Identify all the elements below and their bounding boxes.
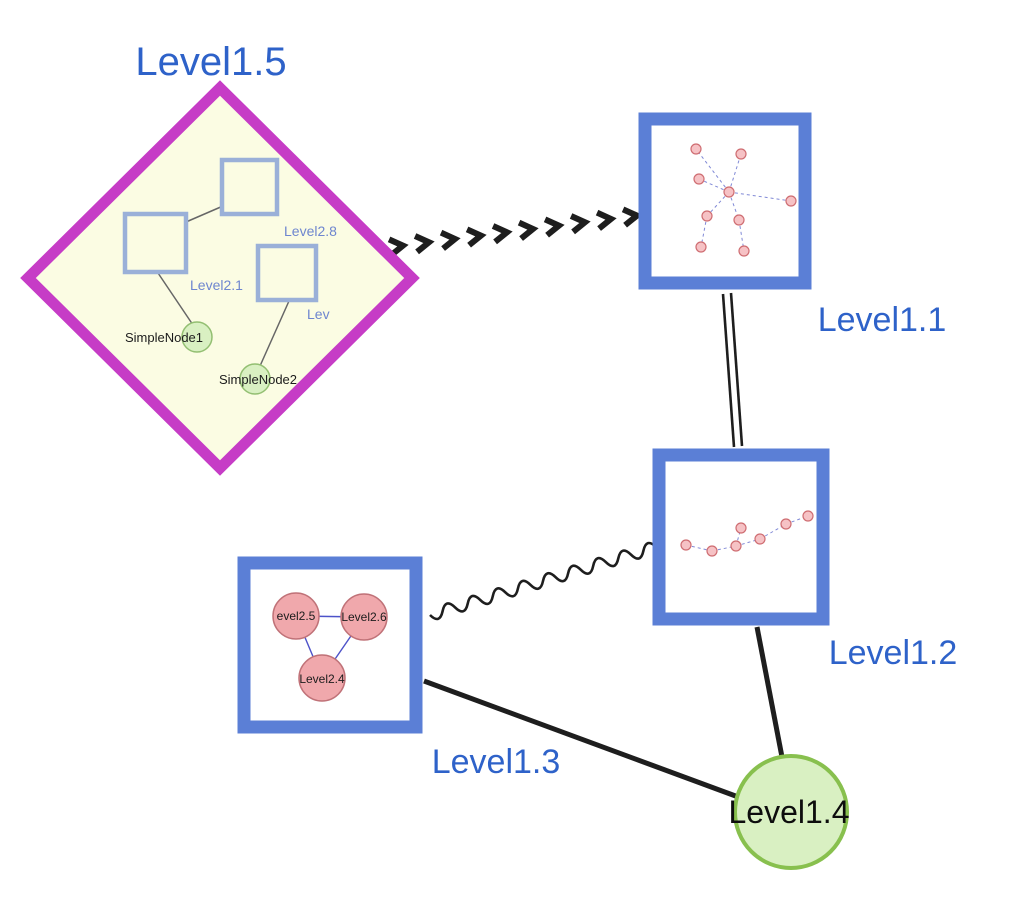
node-level12: Level1.2: [652, 448, 958, 672]
arrow-chevron: [621, 206, 643, 228]
simplenode1-circle[interactable]: [181, 321, 213, 353]
mini-network-node[interactable]: [780, 518, 792, 530]
inner-edge: [185, 205, 224, 223]
level25-circle[interactable]: [272, 592, 320, 640]
level2x-label: Lev: [307, 306, 330, 322]
level11-network: [690, 143, 797, 257]
mini-network-edge: [685, 544, 713, 552]
double-edge-line: [721, 293, 736, 448]
mini-network-edge: [728, 191, 792, 202]
mini-network-node[interactable]: [690, 143, 702, 155]
mini-network-node[interactable]: [733, 214, 745, 226]
mini-network-node[interactable]: [723, 186, 735, 198]
mini-network-node[interactable]: [735, 522, 747, 534]
node-level14: Level1.4: [729, 754, 850, 870]
level26-circle[interactable]: [340, 593, 388, 641]
mini-network-node[interactable]: [701, 210, 713, 222]
level26-label: Level2.6: [341, 610, 387, 624]
level24-circle[interactable]: [298, 654, 346, 702]
level15-diamond[interactable]: [20, 80, 420, 476]
mini-network-node[interactable]: [695, 241, 707, 253]
level11-label: Level1.1: [818, 301, 947, 339]
inner-edge: [259, 300, 290, 367]
arrow-chevron: [517, 219, 539, 241]
mini-network-node[interactable]: [693, 173, 705, 185]
level14-label: Level1.4: [729, 794, 850, 830]
simplenode2-circle[interactable]: [239, 363, 271, 395]
level28-label: Level2.8: [284, 223, 337, 239]
level2x-square[interactable]: [255, 243, 319, 303]
level12-label: Level1.2: [829, 634, 958, 672]
arrow-chevron: [413, 233, 435, 255]
level25-label: evel2.5: [277, 609, 316, 623]
edge-level15-level11[interactable]: [387, 206, 643, 258]
arrow-chevron: [387, 236, 409, 258]
mini-network-node[interactable]: [730, 540, 742, 552]
arrow-chevron: [543, 216, 565, 238]
level13-label: Level1.3: [432, 743, 561, 781]
edge-level13-level12[interactable]: [429, 541, 657, 621]
node-level11: Level1.1: [638, 112, 947, 339]
level21-label: Level2.1: [190, 277, 243, 293]
node-level13: evel2.5 Level2.6 Level2.4 Level1.3: [237, 556, 561, 781]
level11-box[interactable]: [638, 112, 812, 290]
level28-square[interactable]: [219, 157, 280, 217]
node-level15: Level1.5 Level2.8 Level2.1 Lev SimpleNod…: [20, 40, 420, 476]
mini-network-node[interactable]: [754, 533, 766, 545]
edge-level11-level12[interactable]: [721, 292, 744, 448]
level12-box[interactable]: [652, 448, 830, 626]
level13-children: evel2.5 Level2.6 Level2.4: [272, 592, 388, 702]
simplenode1-label: SimpleNode1: [125, 330, 203, 345]
inner-edge: [157, 272, 194, 326]
level15-children: Level2.8 Level2.1 Lev SimpleNode1 Simple…: [122, 157, 337, 395]
mini-network-node[interactable]: [706, 545, 718, 557]
level12-network: [680, 510, 814, 557]
double-edge-line: [729, 292, 744, 447]
level15-label: Level1.5: [135, 40, 286, 84]
level24-label: Level2.4: [299, 672, 345, 686]
arrow-chevron: [595, 209, 617, 231]
mini-network-node[interactable]: [735, 148, 747, 160]
arrow-chevron: [491, 223, 513, 245]
level14-circle[interactable]: [733, 754, 849, 870]
level21-square[interactable]: [122, 211, 189, 275]
mini-network-node[interactable]: [785, 195, 797, 207]
edge-level12-level14[interactable]: [754, 626, 785, 758]
arrow-chevron: [569, 213, 591, 235]
arrow-chevron: [465, 226, 487, 248]
arrow-chevron: [439, 229, 461, 251]
edge-level13-level14[interactable]: [423, 678, 742, 801]
mini-network-node[interactable]: [802, 510, 814, 522]
mini-network-edge: [728, 153, 742, 193]
mini-network-node[interactable]: [738, 245, 750, 257]
top-level-edges: [387, 206, 785, 801]
level13-box[interactable]: [237, 556, 423, 734]
mini-network-node[interactable]: [680, 539, 692, 551]
simplenode2-label: SimpleNode2: [219, 372, 297, 387]
